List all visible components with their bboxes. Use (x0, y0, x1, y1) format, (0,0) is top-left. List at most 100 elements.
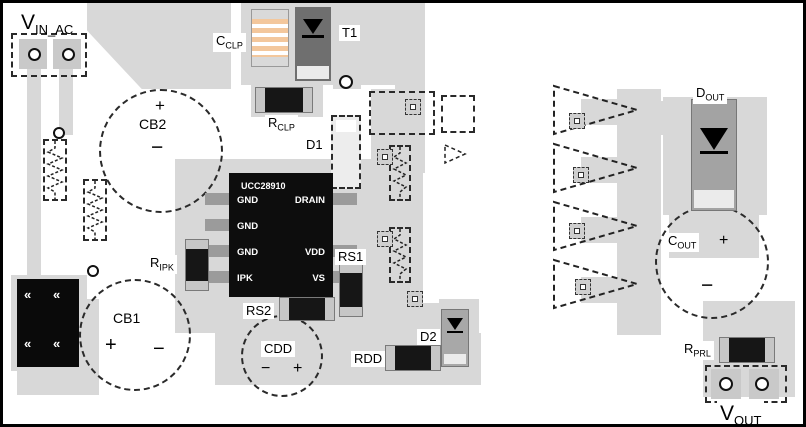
t1-component (295, 7, 331, 81)
through-hole-pad (719, 377, 733, 391)
diode-mark: « (53, 287, 61, 302)
winding-chevron-icon (551, 257, 647, 311)
through-hole-pad (28, 48, 41, 61)
ic-pin-label: IPK (237, 273, 253, 284)
transformer-pad-outline (441, 95, 475, 133)
winding-zigzag-icon (45, 141, 65, 199)
through-hole-pad (755, 377, 769, 391)
copper-pour (581, 217, 621, 243)
dout-end-band (694, 190, 734, 208)
rdd-label: RDD (351, 351, 386, 368)
vin-connector-outline (11, 33, 87, 77)
ic-pin (205, 271, 231, 283)
t1-label: T1 (339, 25, 361, 42)
ic-pin (205, 193, 231, 205)
cb2-minus-mark: − (151, 136, 164, 159)
cb1-plus-mark: + (105, 334, 117, 356)
rs1-label: RS1 (335, 249, 367, 266)
rs1-resistor (339, 263, 363, 317)
ic-name-label: UCC28910 (241, 181, 286, 191)
cdd-minus-mark: − (261, 360, 271, 377)
rclp-label: RCLP (265, 115, 298, 135)
ucc28910-ic: UCC28910 GND GND GND IPK DRAIN VDD VS (229, 173, 333, 297)
vin-label: VIN_AC (21, 11, 74, 38)
cout-minus-mark: − (701, 274, 714, 297)
via-pad (569, 223, 585, 239)
winding-chevron-icon (551, 199, 647, 253)
copper-pour (59, 67, 73, 135)
diode-symbol-icon (692, 100, 736, 154)
ic-pin-label: GND (237, 247, 259, 258)
via-pad (573, 167, 589, 183)
cb1-label: CB1 (113, 310, 141, 326)
ripk-resistor (185, 239, 209, 291)
ic-pin-label: VS (312, 273, 325, 284)
ic-pin (205, 245, 231, 257)
via-pad (569, 113, 585, 129)
cb1-minus-mark: − (153, 338, 165, 360)
winding-zigzag-icon (85, 181, 105, 239)
ic-pin-label: GND (237, 195, 259, 206)
diode-mark: « (24, 287, 32, 302)
ic-pin-label: GND (237, 221, 259, 232)
via-pad (377, 149, 393, 165)
input-resistor-outline (43, 139, 67, 201)
ic-pin-label: DRAIN (294, 195, 325, 206)
ripk-label: RIPK (147, 255, 177, 275)
winding-chevron-icon (551, 141, 647, 195)
rdd-resistor (385, 345, 441, 371)
d1-diode-outline (331, 115, 361, 189)
through-hole-pad (62, 48, 75, 61)
rs2-label: RS2 (243, 303, 275, 320)
input-resistor-outline (83, 179, 107, 241)
rs2-resistor (279, 297, 335, 321)
ic-pin (331, 193, 357, 205)
d2-diode (441, 309, 469, 367)
through-hole-pad (53, 127, 65, 139)
dout-diode (691, 99, 737, 211)
cdd-plus-mark: + (293, 360, 303, 377)
cb2-label: CB2 (139, 116, 167, 132)
d2-label: D2 (417, 329, 440, 346)
cb1-capacitor-outline (79, 279, 191, 391)
via-pad (407, 291, 423, 307)
cdd-label: CDD (261, 341, 296, 358)
via-pad (377, 231, 393, 247)
copper-pour (617, 89, 661, 335)
primary-winding-outline (389, 145, 411, 201)
cb2-plus-mark: + (155, 96, 165, 115)
rprl-resistor (719, 337, 775, 363)
cout-capacitor-outline (655, 205, 769, 319)
cout-label: COUT (665, 233, 700, 253)
cclp-capacitor (251, 9, 289, 67)
d1-label: D1 (303, 137, 326, 154)
diode-symbol-icon (295, 7, 331, 38)
d2-end-band (444, 354, 466, 364)
cb2-capacitor-outline (99, 89, 223, 213)
primary-winding-outline (389, 227, 411, 283)
transformer-pad-outline (369, 91, 435, 135)
dout-label: DOUT (693, 85, 728, 105)
rclp-resistor (255, 87, 313, 113)
copper-pour (87, 3, 231, 89)
via-pad (405, 99, 421, 115)
ic-pin-label: VDD (304, 247, 325, 258)
winding-zigzag-icon (391, 229, 409, 281)
diode-symbol-icon (442, 310, 468, 333)
diode-mark: « (53, 336, 61, 351)
copper-pour (351, 193, 377, 209)
copper-pour (17, 369, 89, 395)
through-hole-pad (87, 265, 99, 277)
winding-chevron-icon (443, 143, 469, 165)
rprl-label: RPRL (681, 341, 714, 361)
diode-mark: « (24, 336, 32, 351)
bridge-rectifier: « « « « (17, 279, 79, 367)
winding-zigzag-icon (391, 147, 409, 199)
ic-pin (205, 219, 231, 231)
winding-chevron-icon (551, 83, 647, 137)
t1-end-band (297, 66, 329, 79)
cclp-label: CCLP (213, 33, 246, 53)
copper-pour (27, 67, 41, 285)
cout-plus-mark: + (719, 232, 729, 249)
